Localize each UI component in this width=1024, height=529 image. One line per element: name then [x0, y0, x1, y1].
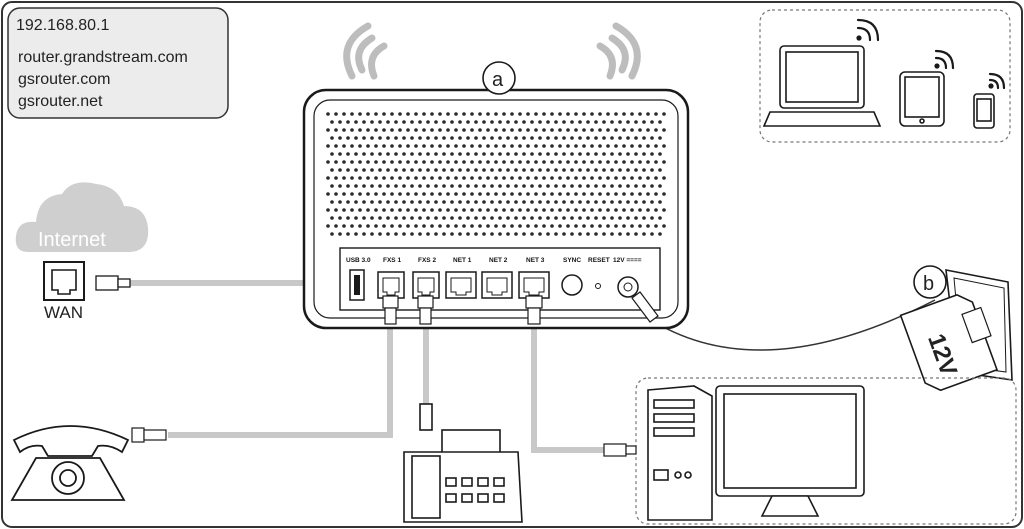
port-label-sync: SYNC	[563, 257, 581, 264]
port-label-fxs2: FXS 2	[418, 257, 436, 264]
router-port-panel	[339, 247, 661, 311]
port-label-reset: RESET	[588, 257, 610, 264]
port-label-net2: NET 2	[489, 257, 508, 264]
power-cord	[647, 299, 936, 351]
power-adapter: 12V	[899, 269, 1013, 392]
router-domain-3: gsrouter.net	[18, 93, 103, 110]
port-label-fxs1: FXS 1	[383, 257, 401, 264]
monitor-icon	[715, 385, 865, 517]
fxs1-port-icon	[377, 271, 405, 299]
power-plug-icon	[631, 291, 659, 323]
phone-plug-icon	[131, 427, 167, 443]
router-ip: 192.168.80.1	[16, 17, 110, 34]
computer-plug-icon	[603, 443, 637, 457]
wifi-icon-right	[596, 22, 641, 80]
phone-cable	[168, 322, 393, 438]
pc-tower-icon	[647, 385, 713, 521]
port-label-usb: USB 3.0	[346, 257, 371, 264]
router-vent-dots	[326, 112, 666, 236]
computer-group	[635, 377, 1017, 525]
port-label-net3: NET 3	[526, 257, 545, 264]
wifi-icon-left	[343, 22, 388, 80]
port-label-net1: NET 1	[453, 257, 472, 264]
laptop-icon	[762, 45, 882, 127]
net3-port-icon	[518, 271, 550, 299]
wan-label: WAN	[44, 303, 83, 322]
wifi-icon-laptop	[856, 18, 880, 42]
wan-port-icon: WAN	[43, 261, 85, 322]
fxs2-port-icon	[412, 271, 440, 299]
sync-button-icon	[561, 274, 583, 296]
router-domain-2: gsrouter.com	[18, 71, 110, 88]
port-label-power: 12V ====	[613, 257, 642, 264]
reset-hole-icon	[595, 283, 601, 289]
router-plugs	[382, 295, 543, 325]
tablet-icon	[899, 71, 945, 127]
router-domain-1: router.grandstream.com	[18, 49, 188, 66]
svg-text:b: b	[923, 273, 934, 295]
wireless-devices	[759, 9, 1011, 143]
cables	[130, 280, 610, 453]
address-box: 192.168.80.1 router.grandstream.com gsro…	[7, 7, 229, 119]
fax-icon	[403, 403, 523, 523]
net2-port-icon	[481, 271, 513, 299]
computer-cable	[531, 322, 610, 453]
internet-label: Internet	[38, 229, 106, 251]
wifi-icon-tablet	[934, 49, 955, 70]
phone-icon	[973, 93, 995, 129]
router: USB 3.0 FXS 1 FXS 2 NET 1 NET 2 NET 3 SY…	[302, 88, 690, 330]
svg-text:a: a	[492, 69, 504, 91]
wifi-icon-phone	[988, 72, 1006, 90]
net1-port-icon	[445, 271, 477, 299]
telephone-icon	[10, 425, 130, 501]
callout-a: a	[482, 61, 516, 95]
adapter-body: 12V	[899, 294, 999, 392]
internet-cloud: Internet	[15, 182, 149, 252]
callout-b: b	[913, 265, 947, 299]
